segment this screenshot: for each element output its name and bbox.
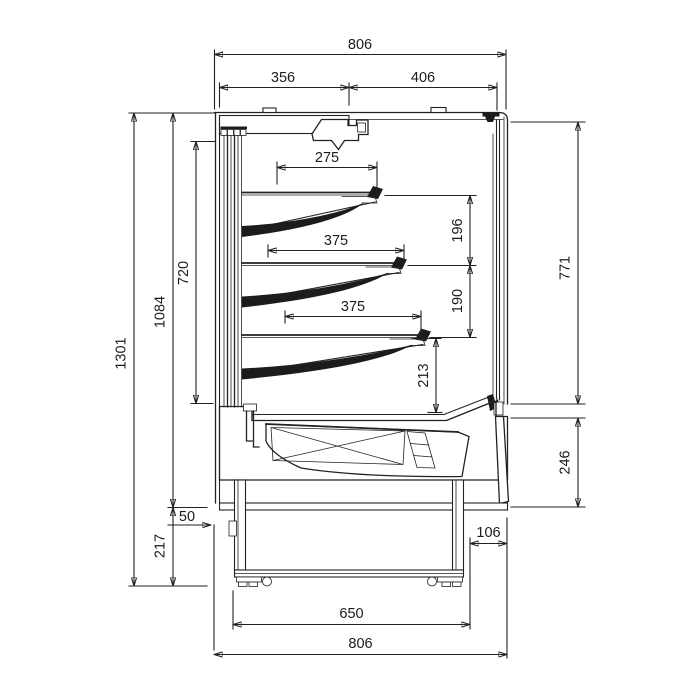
interior-air-volume — [243, 134, 493, 419]
canopy-mount-tab-left — [262, 107, 277, 114]
dim-spacing-top-mid: 196 — [384, 194, 477, 267]
foot-front — [427, 576, 463, 587]
canopy-joint-clip — [357, 122, 366, 133]
drain-pipes — [245, 410, 260, 448]
price-tag-holder-top — [367, 186, 383, 199]
stand-leg-front — [451, 479, 465, 571]
canopy-mount-tab-right — [430, 106, 447, 114]
dim-foot-front-inset: 106 — [469, 517, 508, 659]
dim-label-196: 196 — [450, 218, 466, 242]
dim-label-771: 771 — [558, 256, 574, 280]
dimensions: 806 356 406 275 375 375 — [114, 37, 586, 659]
shelf-bracket-low — [242, 344, 413, 380]
dim-shelf-low-depth: 375 — [284, 299, 422, 337]
dim-label-275: 275 — [315, 150, 339, 166]
dim-glass-front-height: 771 — [510, 121, 586, 405]
front-kick-panel — [494, 415, 510, 505]
dim-label-375-mid: 375 — [324, 233, 348, 249]
door-bottom-frame — [493, 401, 504, 416]
dim-overall-height: 1301 — [114, 112, 208, 587]
fan-box-3 — [233, 129, 241, 136]
shelf-bracket-top — [242, 202, 365, 237]
dim-shelf-mid-depth: 375 — [267, 233, 405, 264]
dim-front-panel-height: 246 — [510, 417, 586, 508]
dim-label-106: 106 — [476, 525, 500, 541]
dim-label-406: 406 — [411, 70, 435, 86]
dim-base-frame-height: 50 — [167, 509, 215, 651]
dim-label-213: 213 — [416, 363, 432, 387]
dim-shelf-top-depth: 275 — [276, 150, 378, 197]
dim-stand-height: 217 — [153, 506, 174, 587]
dim-label-246: 246 — [558, 450, 574, 474]
glass-front-door — [492, 116, 505, 405]
dim-top-width-overall: 806 — [213, 37, 507, 110]
dim-top-width-rear: 356 — [218, 70, 350, 108]
dim-label-1084: 1084 — [153, 296, 169, 328]
door-hinge-top-icon — [482, 112, 500, 122]
fan-strip — [220, 126, 247, 130]
drain-box — [243, 403, 257, 412]
dim-label-50: 50 — [179, 509, 195, 525]
dim-label-650: 650 — [339, 606, 363, 622]
stand-top-rail — [218, 502, 509, 511]
fan-box-4 — [240, 129, 247, 136]
fan-box-2 — [227, 129, 234, 136]
dim-label-217: 217 — [153, 534, 169, 558]
base-tray — [218, 401, 510, 505]
dim-foot-span: 650 — [232, 590, 471, 630]
shelf-top — [241, 186, 383, 237]
base-cavity-top-edge — [265, 423, 459, 433]
stand-frame — [218, 479, 509, 587]
shelf-low — [241, 328, 431, 380]
price-tag-holder-mid — [391, 256, 407, 270]
dim-label-375-low: 375 — [341, 299, 365, 315]
coil-ladder — [406, 431, 436, 469]
dim-label-190: 190 — [450, 289, 466, 313]
rear-air-duct — [223, 134, 242, 408]
dim-rear-duct-height: 720 — [176, 140, 216, 405]
dim-label-806-top: 806 — [348, 37, 372, 53]
base-cavity — [265, 423, 470, 478]
dim-bottom-width-overall: 806 — [213, 636, 508, 655]
dim-spacing-mid-low: 190 — [429, 264, 477, 339]
dim-label-806-bottom: 806 — [348, 636, 372, 652]
base-insulation-hatch — [218, 401, 509, 481]
stand-clamp — [228, 520, 237, 537]
dim-label-720: 720 — [176, 261, 192, 285]
foot-rear — [236, 576, 272, 587]
dim-label-356: 356 — [271, 70, 295, 86]
dim-case-height: 1084 — [128, 112, 215, 509]
dim-label-1301: 1301 — [114, 337, 130, 369]
shelf-bracket-mid — [242, 272, 389, 308]
dim-spacing-low-deck: 213 — [411, 337, 443, 414]
fan-box-1 — [220, 129, 228, 136]
cross-brace — [270, 427, 406, 465]
canopy-joint-detail — [311, 118, 369, 151]
shelf-mid — [241, 256, 407, 308]
dim-top-width-front: 406 — [348, 70, 498, 111]
